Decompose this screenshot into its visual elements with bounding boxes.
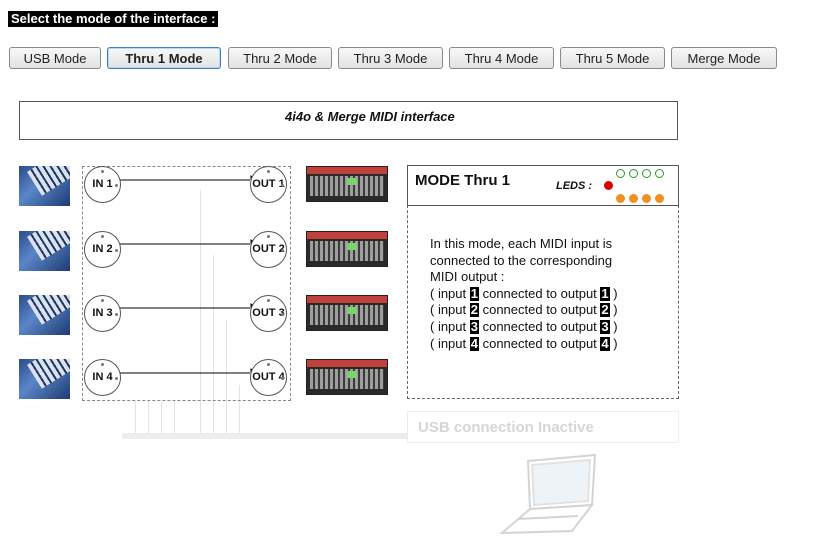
input-number: 4 [469, 335, 479, 351]
output-number: 3 [600, 318, 610, 334]
midi-in-label: IN 4 [92, 371, 113, 383]
midi-out-port-3: OUT 3 [250, 295, 287, 332]
routing-line [161, 401, 162, 435]
orange-led-icon [629, 194, 638, 203]
mode-title: MODE Thru 1 [415, 172, 511, 189]
midi-in-label: IN 3 [92, 307, 113, 319]
orange-led-icon [642, 194, 651, 203]
midi-interface-box [82, 166, 291, 401]
mapping-line: ( input 4 connected to output 4 ) [430, 335, 618, 351]
mode-button-thru-3[interactable]: Thru 3 Mode [338, 47, 443, 69]
usb-bus-line [122, 433, 407, 439]
mode-button-thru-4[interactable]: Thru 4 Mode [449, 47, 554, 69]
midi-out-label: OUT 4 [252, 371, 285, 383]
routing-line [148, 401, 149, 435]
midi-in-port-3: IN 3 [84, 295, 121, 332]
input-number: 1 [469, 285, 479, 301]
midi-out-label: OUT 3 [252, 307, 285, 319]
mapping-line: ( input 3 connected to output 3 ) [430, 318, 618, 334]
usb-status-box: USB connection Inactive [407, 411, 679, 443]
output-number: 1 [600, 285, 610, 301]
green-led-icon [655, 169, 664, 178]
mode-button-merge[interactable]: Merge Mode [671, 47, 777, 69]
routing-line [239, 385, 240, 435]
mode-panel-header: MODE Thru 1 LEDS : [407, 165, 679, 206]
midi-out-label: OUT 1 [252, 178, 285, 190]
mapping-line: ( input 2 connected to output 2 ) [430, 302, 618, 318]
power-led-icon [604, 181, 613, 190]
orange-led-icon [655, 194, 664, 203]
keyboard-icon [19, 359, 70, 399]
mode-button-thru-2[interactable]: Thru 2 Mode [228, 47, 332, 69]
orange-led-icon [616, 194, 625, 203]
routing-line [200, 190, 201, 435]
interface-title: 4i4o & Merge MIDI interface [285, 109, 455, 124]
input-number: 3 [469, 318, 479, 334]
input-number: 2 [469, 302, 479, 318]
green-led-icon [616, 169, 625, 178]
green-led-icon [629, 169, 638, 178]
midi-out-port-2: OUT 2 [250, 231, 287, 268]
leds-label: LEDS : [556, 180, 593, 192]
midi-in-port-4: IN 4 [84, 359, 121, 396]
mode-select-prompt: Select the mode of the interface : [8, 11, 219, 27]
keyboard-icon [19, 231, 70, 271]
routing-line [226, 320, 227, 435]
laptop-icon [500, 453, 597, 535]
mode-button-usb[interactable]: USB Mode [9, 47, 101, 69]
keyboard-icon [19, 166, 70, 206]
mode-button-thru-5[interactable]: Thru 5 Mode [560, 47, 665, 69]
midi-in-port-1: IN 1 [84, 166, 121, 203]
description-line: MIDI output : [430, 269, 505, 285]
midi-in-port-2: IN 2 [84, 231, 121, 268]
synth-module-icon [306, 166, 388, 202]
routing-line [174, 401, 175, 435]
midi-out-label: OUT 2 [252, 243, 285, 255]
routing-line [135, 401, 136, 435]
synth-module-icon [306, 295, 388, 331]
green-led-icon [642, 169, 651, 178]
output-number: 4 [600, 335, 610, 351]
mapping-line: ( input 1 connected to output 1 ) [430, 285, 618, 301]
routing-line [213, 255, 214, 435]
mode-description: In this mode, each MIDI input is connect… [430, 236, 618, 352]
usb-status-text: USB connection Inactive [418, 419, 594, 436]
description-line: connected to the corresponding [430, 252, 613, 268]
interface-title-box: 4i4o & Merge MIDI interface [19, 101, 678, 140]
midi-out-port-4: OUT 4 [250, 359, 287, 396]
mode-button-thru-1[interactable]: Thru 1 Mode [107, 47, 221, 69]
midi-in-label: IN 1 [92, 178, 113, 190]
synth-module-icon [306, 359, 388, 395]
description-line: In this mode, each MIDI input is [430, 236, 613, 251]
output-number: 2 [600, 302, 610, 318]
synth-module-icon [306, 231, 388, 267]
midi-in-label: IN 2 [92, 243, 113, 255]
keyboard-icon [19, 295, 70, 335]
midi-out-port-1: OUT 1 [250, 166, 287, 203]
